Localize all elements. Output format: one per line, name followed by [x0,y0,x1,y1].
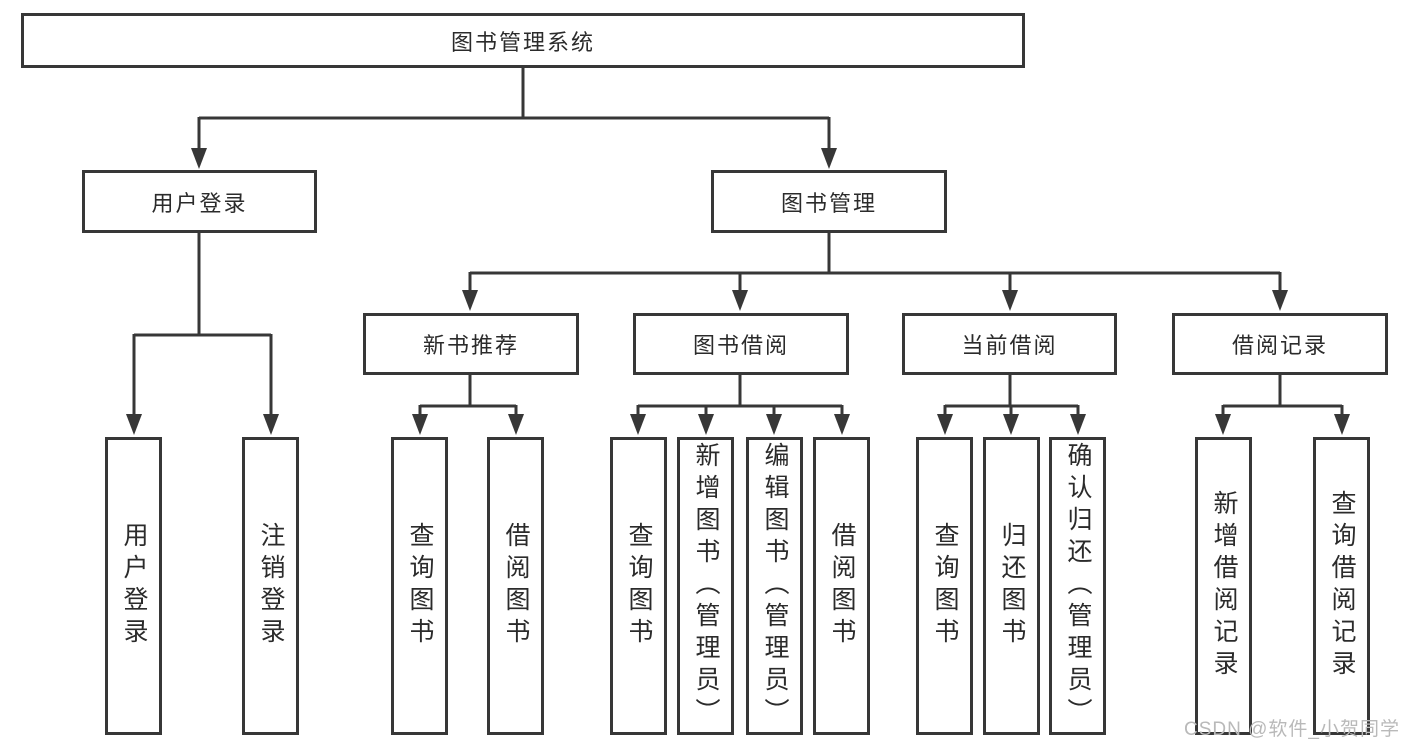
node-borrowing-records: 借阅记录 [1172,313,1388,375]
node-root-system: 图书管理系统 [21,13,1025,68]
leaf-current-query-books: 查询图书 [916,437,973,735]
leaf-borrowing-query-books: 查询图书 [610,437,667,735]
leaf-label: 借阅图书 [502,522,530,650]
leaf-label: 归还图书 [998,522,1026,650]
leaf-current-return-books: 归还图书 [983,437,1040,735]
leaf-label: 编辑图书（管理员） [761,442,789,730]
node-label: 图书管理 [780,190,877,216]
leaf-label: 查询借阅记录 [1328,490,1356,682]
node-book-borrowing: 图书借阅 [633,313,849,375]
leaf-borrowing-add-books-admin: 新增图书（管理员） [677,437,734,735]
node-label: 新书推荐 [422,333,519,358]
leaf-label: 新增图书（管理员） [692,442,720,730]
leaf-records-add-record: 新增借阅记录 [1195,437,1252,735]
node-label: 图书管理系统 [450,29,595,55]
node-label: 用户登录 [151,190,248,216]
leaf-borrowing-borrow-books: 借阅图书 [813,437,870,735]
leaf-label: 确认归还（管理员） [1064,442,1092,730]
leaf-current-confirm-return-admin: 确认归还（管理员） [1049,437,1106,735]
csdn-watermark: CSDN @软件_小贺同学 [1184,719,1400,740]
node-label: 借阅记录 [1231,333,1328,358]
node-label: 当前借阅 [961,333,1058,358]
node-book-management-branch: 图书管理 [711,170,947,233]
leaf-logout-login: 注销登录 [242,437,299,735]
node-current-borrowing: 当前借阅 [902,313,1117,375]
leaf-label: 新增借阅记录 [1210,490,1238,682]
leaf-label: 查询图书 [406,522,434,650]
arrowhead-icons [126,148,1350,435]
leaf-recommend-borrow-books: 借阅图书 [487,437,544,735]
node-user-login-branch: 用户登录 [82,170,317,233]
leaf-records-query-record: 查询借阅记录 [1313,437,1370,735]
node-new-book-recommend: 新书推荐 [363,313,579,375]
leaf-label: 注销登录 [257,522,285,650]
leaf-label: 查询图书 [931,522,959,650]
leaf-label: 借阅图书 [828,522,856,650]
leaf-user-login: 用户登录 [105,437,162,735]
leaf-label: 查询图书 [625,522,653,650]
leaf-label: 用户登录 [120,522,148,650]
leaf-recommend-query-books: 查询图书 [391,437,448,735]
node-label: 图书借阅 [692,333,789,358]
leaf-borrowing-edit-books-admin: 编辑图书（管理员） [746,437,803,735]
